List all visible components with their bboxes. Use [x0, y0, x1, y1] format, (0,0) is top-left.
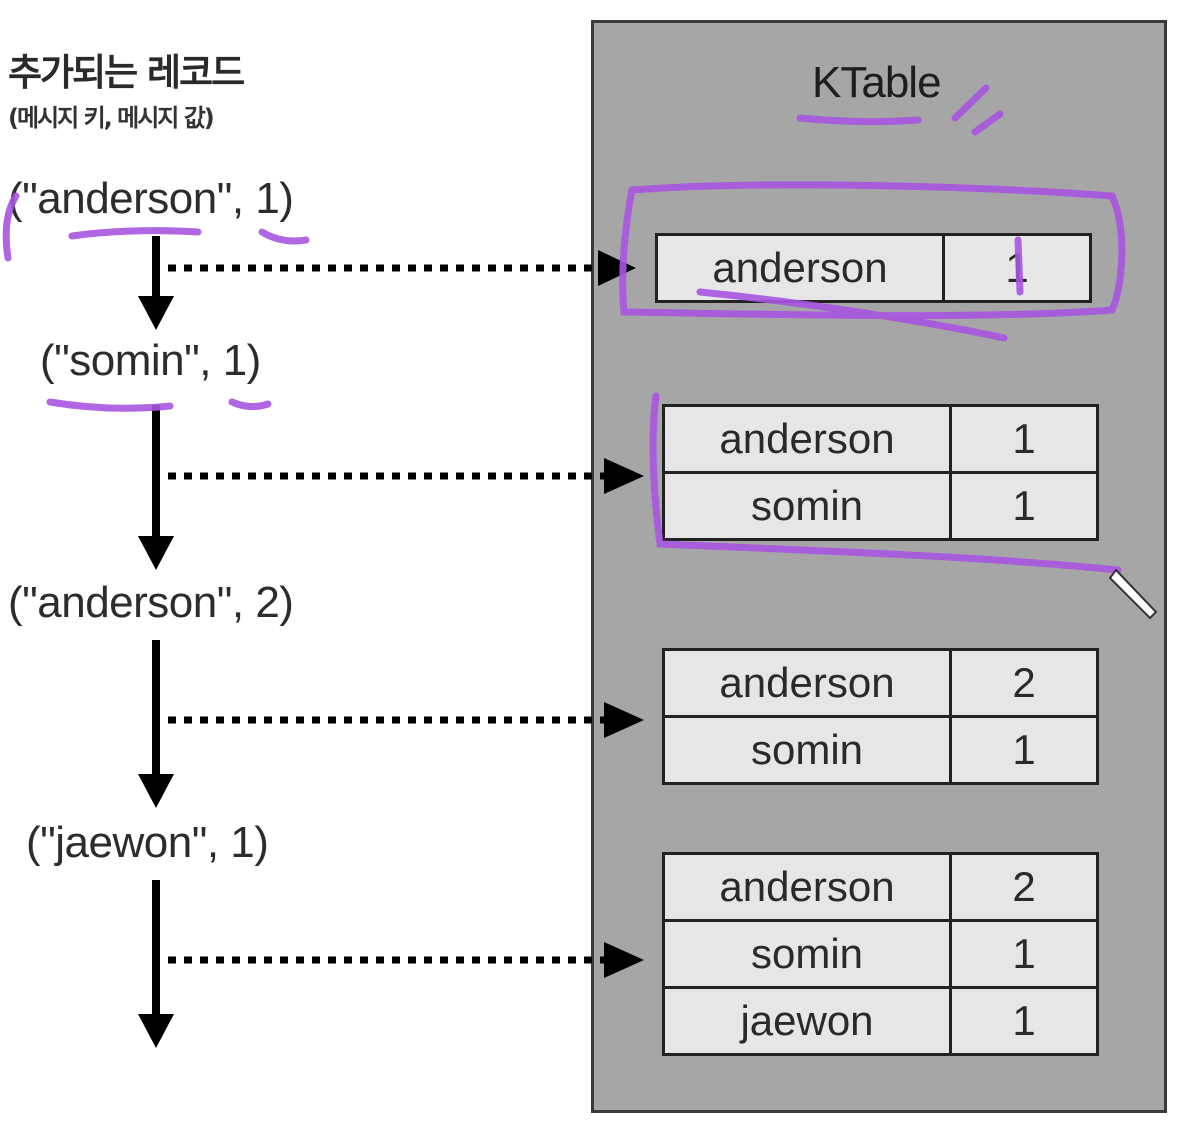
highlight-underline-record-1b [258, 228, 310, 245]
key-cell: somin [662, 919, 952, 989]
dotted-arrow-1 [168, 250, 636, 286]
table-row: somin 1 [662, 471, 1099, 541]
down-arrow-3 [138, 640, 174, 808]
table-row: anderson 1 [655, 233, 1092, 303]
key-cell: anderson [662, 852, 952, 922]
value-cell: 1 [949, 715, 1099, 785]
record-4: ("jaewon", 1) [26, 818, 269, 867]
record-1: ("anderson", 1) [8, 174, 294, 223]
record-2: ("somin", 1) [40, 336, 261, 385]
table-row: anderson 2 [662, 852, 1099, 922]
highlight-underline-record-2 [46, 398, 174, 412]
table-row: somin 1 [662, 715, 1099, 785]
ktable-snapshot-1: anderson 1 [655, 233, 1092, 303]
ktable-snapshot-4: anderson 2 somin 1 jaewon 1 [662, 852, 1099, 1056]
records-title: 추가되는 레코드 [8, 51, 245, 94]
records-subtitle: (메시지 키, 메시지 값) [8, 104, 215, 132]
key-cell: somin [662, 471, 952, 541]
table-row: somin 1 [662, 919, 1099, 989]
down-arrow-4 [138, 880, 174, 1048]
ktable-snapshot-2: anderson 1 somin 1 [662, 404, 1099, 541]
dotted-arrow-4 [168, 942, 644, 978]
table-row: anderson 1 [662, 404, 1099, 474]
value-cell: 2 [949, 852, 1099, 922]
value-cell: 1 [949, 919, 1099, 989]
value-cell: 1 [942, 233, 1092, 303]
key-cell: somin [662, 715, 952, 785]
value-cell: 2 [949, 648, 1099, 718]
table-row: jaewon 1 [662, 986, 1099, 1056]
value-cell: 1 [949, 986, 1099, 1056]
highlight-underline-record-1 [68, 227, 202, 240]
value-cell: 1 [949, 471, 1099, 541]
key-cell: anderson [662, 648, 952, 718]
table-row: anderson 2 [662, 648, 1099, 718]
highlight-underline-record-2b [228, 398, 272, 411]
down-arrow-2 [138, 405, 174, 570]
value-cell: 1 [949, 404, 1099, 474]
down-arrow-1 [138, 236, 174, 330]
dotted-arrow-3 [168, 702, 644, 738]
record-3: ("anderson", 2) [8, 578, 294, 627]
key-cell: jaewon [662, 986, 952, 1056]
key-cell: anderson [655, 233, 945, 303]
dotted-arrow-2 [168, 458, 644, 494]
ktable-title: KTable [812, 58, 942, 107]
ktable-snapshot-3: anderson 2 somin 1 [662, 648, 1099, 785]
key-cell: anderson [662, 404, 952, 474]
